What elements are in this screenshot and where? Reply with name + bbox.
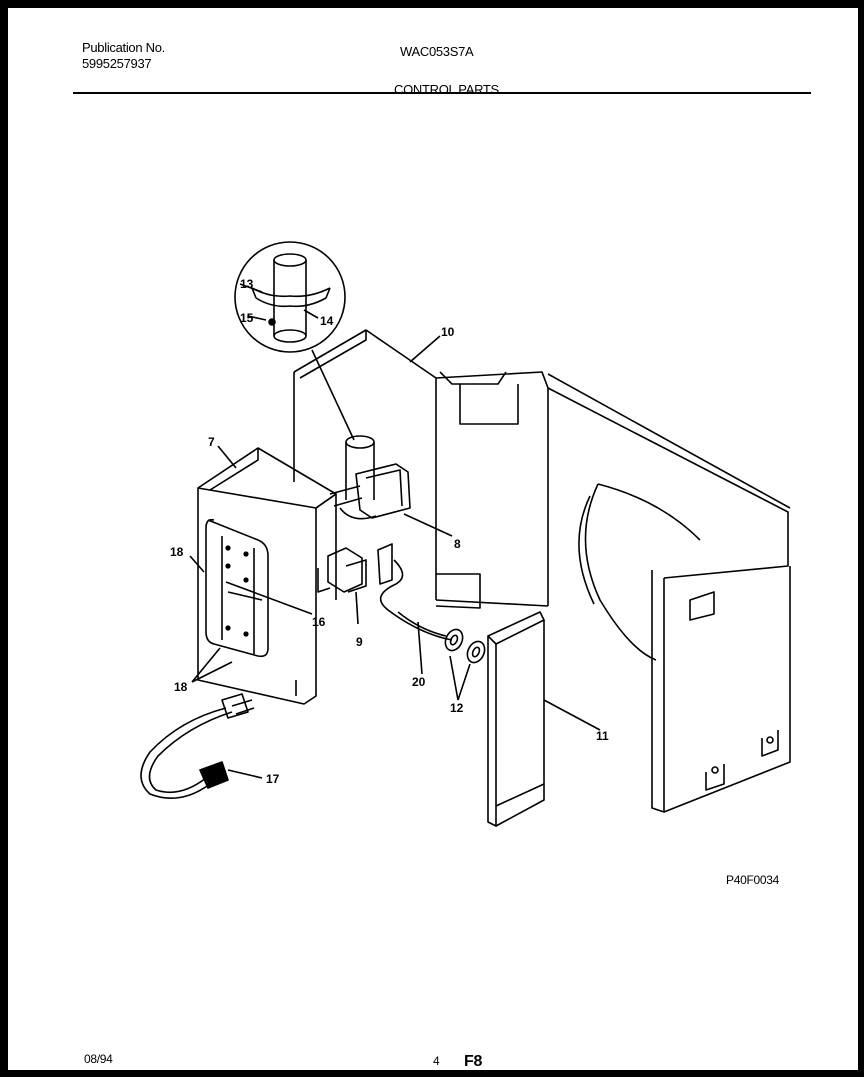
footer-page-number: 4	[433, 1054, 440, 1068]
callout-16: 16	[312, 615, 326, 629]
publication-number: 5995257937	[82, 56, 152, 71]
publication-label: Publication No.	[82, 40, 165, 55]
callout-18-upper: 18	[170, 545, 184, 559]
callout-18-lower: 18	[174, 680, 188, 694]
control-switch	[317, 543, 393, 625]
control-box	[197, 447, 337, 705]
callout-17: 17	[266, 772, 280, 786]
callout-20: 20	[412, 675, 426, 689]
footer-sheet-code: F8	[464, 1053, 483, 1070]
parts-sheet	[8, 8, 858, 1070]
grommets	[444, 628, 486, 701]
callout-11: 11	[596, 729, 609, 743]
figure-code: P40F0034	[726, 873, 779, 887]
callout-15: 15	[240, 311, 254, 325]
footer-date: 08/94	[84, 1052, 113, 1066]
callout-7: 7	[208, 435, 215, 449]
capacitor-switch-assembly	[329, 435, 453, 537]
callout-leaders	[189, 335, 441, 683]
callout-8: 8	[454, 537, 461, 551]
wire-harness	[379, 559, 453, 675]
header-rule	[73, 92, 811, 94]
callout-10: 10	[441, 325, 455, 339]
model-number: WAC053S7A	[400, 44, 474, 59]
callout-14: 14	[320, 314, 334, 328]
unit-housing-panel	[293, 329, 791, 813]
side-panel	[487, 611, 601, 827]
callout-12: 12	[450, 701, 464, 715]
capacitor-detail-inset	[234, 241, 355, 441]
power-cord	[140, 693, 263, 800]
callout-9: 9	[356, 635, 363, 649]
callout-13: 13	[240, 277, 254, 291]
